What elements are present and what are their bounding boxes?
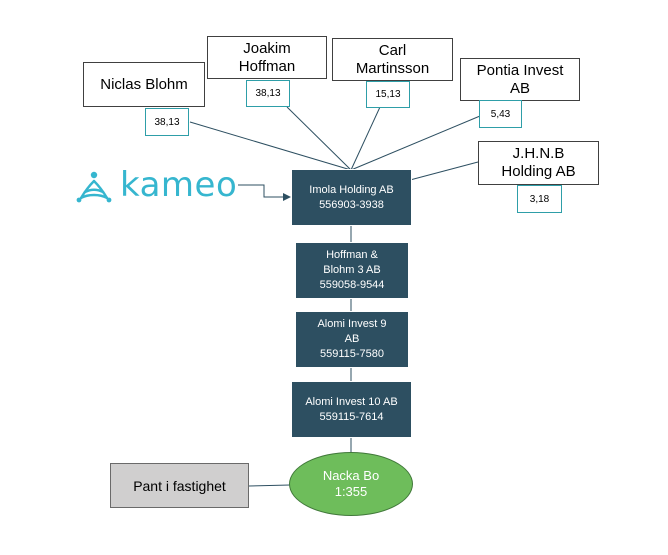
owner-carl-name: Carl Martinsson xyxy=(355,41,430,77)
company-alomi-10: Alomi Invest 10 AB 559115-7614 xyxy=(291,381,412,438)
owner-jhnb-share: 3,18 xyxy=(517,185,562,213)
owner-pontia-name: Pontia Invest AB xyxy=(476,61,564,97)
company-imola-orgnr: 556903-3938 xyxy=(319,198,384,211)
connector-niclas xyxy=(189,121,352,171)
company-alomi-9: Alomi Invest 9 AB 559115-7580 xyxy=(295,311,409,368)
kameo-logo-text: kameo xyxy=(120,165,238,205)
company-hoffman-blohm: Hoffman & Blohm 3 AB 559058-9544 xyxy=(295,242,409,299)
owner-pontia-box: Pontia Invest AB xyxy=(460,58,580,101)
company-alomi-9-orgnr: 559115-7580 xyxy=(319,348,385,360)
kameo-logo-icon xyxy=(76,171,112,203)
owner-joakim-box: Joakim Hoffman xyxy=(207,36,327,79)
company-hoffman-blohm-orgnr: 559058-9544 xyxy=(319,279,385,291)
connector-jhnb xyxy=(409,161,479,181)
kameo-logo: kameo xyxy=(76,165,246,209)
owner-niclas-box: Niclas Blohm xyxy=(83,62,205,107)
connector-pontia xyxy=(350,115,481,171)
property-nacka-bo: Nacka Bo 1:355 xyxy=(289,452,413,516)
connector-joakim xyxy=(286,106,352,171)
company-alomi-10-orgnr: 559115-7614 xyxy=(319,410,384,423)
company-imola: Imola Holding AB 556903-3938 xyxy=(291,169,412,226)
owner-pontia-share: 5,43 xyxy=(479,100,522,128)
owner-joakim-share: 38,13 xyxy=(246,80,290,107)
kameo-arrow xyxy=(238,184,291,201)
property-designation: 1:355 xyxy=(334,484,368,499)
company-alomi-9-name: Alomi Invest 9 AB xyxy=(317,318,387,345)
connector-collateral xyxy=(248,484,291,487)
owner-niclas-share: 38,13 xyxy=(145,108,189,136)
collateral-box: Pant i fastighet xyxy=(110,463,249,508)
owner-jhnb-name: J.H.N.B Holding AB xyxy=(501,145,576,180)
owner-joakim-name: Joakim Hoffman xyxy=(238,39,296,75)
connector-carl xyxy=(350,106,381,171)
company-hoffman-blohm-name: Hoffman & Blohm 3 AB xyxy=(323,249,381,276)
company-alomi-10-name: Alomi Invest 10 AB xyxy=(305,395,398,408)
owner-carl-box: Carl Martinsson xyxy=(332,38,453,81)
collateral-label: Pant i fastighet xyxy=(133,477,226,494)
owner-carl-share: 15,13 xyxy=(366,81,410,108)
company-imola-name: Imola Holding AB xyxy=(309,183,394,196)
owner-jhnb-box: J.H.N.B Holding AB xyxy=(478,141,599,185)
property-name: Nacka Bo xyxy=(322,468,380,483)
owner-niclas-name: Niclas Blohm xyxy=(100,75,188,93)
